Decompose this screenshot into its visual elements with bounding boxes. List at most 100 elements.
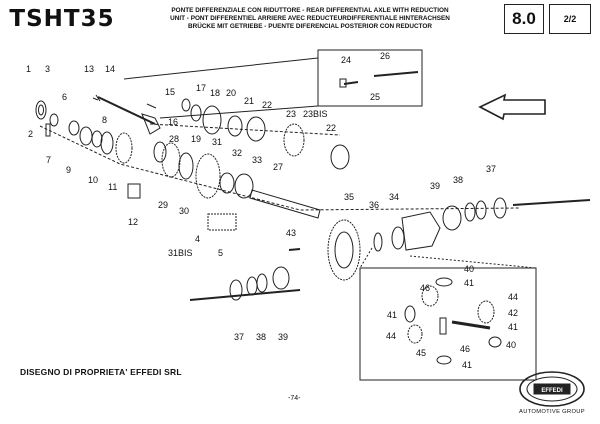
cross-pin-42 (451, 320, 491, 330)
callout-18: 18 (210, 88, 220, 98)
shim-38 (464, 202, 476, 222)
main-axis-line (39, 125, 521, 211)
callout-45: 45 (416, 348, 426, 358)
needle-bearing-12 (127, 183, 141, 199)
side-gear-44 (421, 285, 439, 307)
callout-24: 24 (341, 55, 351, 65)
bearing-33 (234, 173, 254, 199)
seal-ring-1 (35, 100, 47, 120)
fork-16 (141, 113, 161, 135)
bolt-13 (92, 94, 101, 102)
bearing-22b (330, 144, 350, 170)
callout-12: 12 (128, 217, 138, 227)
callout-9: 9 (66, 165, 71, 175)
callout-27: 27 (273, 162, 283, 172)
right-axle-stub (512, 199, 591, 206)
bearing-7 (79, 126, 93, 146)
ring-17 (181, 98, 191, 112)
callout-41-d: 41 (462, 360, 472, 370)
callout-29: 29 (158, 200, 168, 210)
callout-4: 4 (195, 234, 200, 244)
inset-box-differential (359, 267, 537, 381)
title-line-1: PONTE DIFFERENZIALE CON RIDUTTORE - REAR… (171, 6, 449, 14)
pin-2 (45, 123, 51, 137)
inset-leader-lines (123, 57, 319, 119)
callout-6: 6 (62, 92, 67, 102)
callout-31: 31 (212, 137, 222, 147)
callout-22-b: 22 (326, 123, 336, 133)
bearing-22 (246, 116, 266, 142)
section-number: 8.0 (504, 4, 544, 34)
spider-gear-40 (435, 277, 453, 287)
callout-23bis: 23BIS (303, 109, 328, 119)
ring-28 (153, 141, 167, 163)
gear-23bis (283, 123, 305, 157)
ring-36b (391, 226, 405, 250)
page-counter: 2/2 (549, 4, 591, 34)
crown-wheel-35 (327, 219, 361, 281)
callout-14: 14 (105, 64, 115, 74)
upper-axis-line (149, 123, 341, 136)
direction-arrow-icon (478, 93, 546, 121)
ownership-notice: DISEGNO DI PROPRIETA' EFFEDI SRL (20, 367, 182, 377)
side-gear-44c (407, 324, 423, 344)
callout-19: 19 (191, 134, 201, 144)
callout-38-a: 38 (453, 175, 463, 185)
model-code: TSHT35 (9, 6, 115, 32)
callout-36: 36 (369, 200, 379, 210)
drawing-title: PONTE DIFFERENZIALE CON RIDUTTORE - REAR… (120, 3, 500, 35)
callout-46-b: 46 (460, 344, 470, 354)
callout-40-a: 40 (464, 264, 474, 274)
callout-35: 35 (344, 192, 354, 202)
callout-28: 28 (169, 134, 179, 144)
inset-box-top (317, 49, 423, 107)
gear-30 (178, 152, 194, 180)
callout-33: 33 (252, 155, 262, 165)
pinion-41 (404, 305, 416, 323)
pin-45 (439, 317, 447, 335)
pinion-41d (436, 355, 452, 365)
lower-axle-shaft (189, 289, 301, 301)
washer-3 (49, 113, 59, 127)
bolt-43 (288, 248, 301, 251)
gear-29 (161, 142, 181, 178)
callout-40-b: 40 (506, 340, 516, 350)
ring-32 (219, 172, 235, 194)
callout-2: 2 (28, 129, 33, 139)
gear-10 (100, 131, 114, 155)
seal-37 (493, 197, 507, 219)
effedi-logo-icon (519, 371, 585, 407)
pinion-shaft-27 (249, 189, 321, 219)
callout-30: 30 (179, 206, 189, 216)
upper-shaft (97, 96, 156, 125)
callout-7: 7 (46, 155, 51, 165)
callout-16: 16 (168, 117, 178, 127)
callout-25: 25 (370, 92, 380, 102)
gear-11 (115, 132, 133, 164)
callout-22-a: 22 (262, 100, 272, 110)
callout-17: 17 (196, 83, 206, 93)
callout-32: 32 (232, 148, 242, 158)
gear-31 (195, 153, 221, 199)
callout-31bis: 31BIS (168, 248, 193, 258)
callout-11: 11 (108, 182, 117, 192)
callout-43: 43 (286, 228, 296, 238)
title-line-2: UNIT - PONT DIFFERENTIEL ARRIERE AVEC RE… (170, 14, 450, 22)
callout-41-a: 41 (464, 278, 474, 288)
ring-8 (91, 130, 103, 148)
logo-caption: AUTOMOTIVE GROUP (519, 409, 585, 415)
callout-3: 3 (45, 64, 50, 74)
callout-44-a: 44 (508, 292, 518, 302)
callout-46-a: 46 (420, 283, 430, 293)
callout-41-c: 41 (508, 322, 518, 332)
callout-41-b: 41 (387, 310, 397, 320)
differential-leader-lines (359, 247, 537, 269)
needle-cage-31bis (207, 213, 237, 231)
page-number: -74- (288, 395, 301, 402)
callout-37-b: 37 (234, 332, 244, 342)
logo-text: EFFEDI (541, 388, 563, 394)
ring-21 (227, 115, 243, 137)
callout-38-b: 38 (256, 332, 266, 342)
shim-38b (246, 276, 258, 296)
